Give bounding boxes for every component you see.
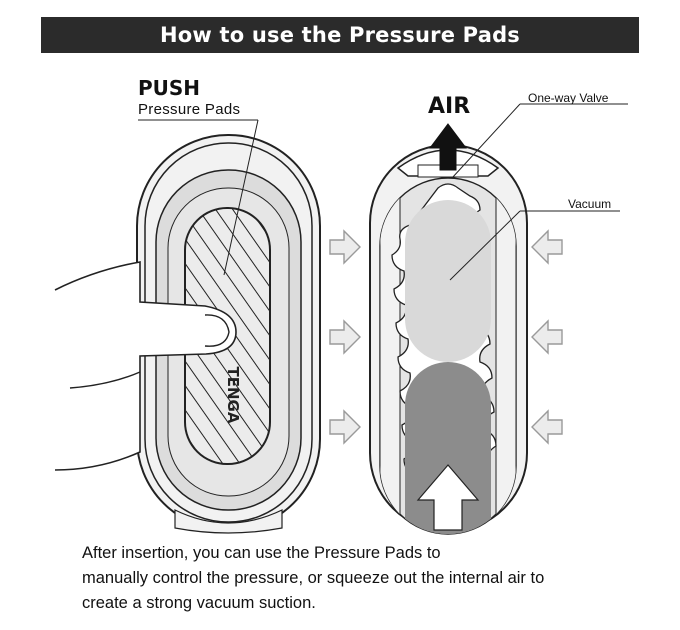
hand-finger: [54, 261, 237, 471]
description-line-2: manually control the pressure, or squeez…: [82, 569, 545, 587]
title-banner: How to use the Pressure Pads: [41, 17, 639, 53]
fingernail: [204, 314, 230, 347]
push-arrow-left-1: [329, 229, 361, 265]
pads-leader-diagonal: [223, 119, 259, 276]
page-title: How to use the Pressure Pads: [159, 23, 521, 47]
right-device-figure: [369, 103, 628, 535]
knuckle-line: [69, 371, 141, 389]
one-way-valve-label: One-way Valve: [528, 91, 609, 105]
push-arrow-left-3: [329, 409, 361, 445]
push-arrow-right-2: [531, 319, 563, 355]
left-device-figure: TENGA: [54, 119, 321, 534]
push-label: PUSH: [138, 76, 201, 100]
right-wall-band: [495, 178, 516, 534]
description-line-3: create a strong vacuum suction.: [82, 594, 316, 612]
description-text: After insertion, you can use the Pressur…: [82, 541, 642, 616]
push-arrow-left-2: [329, 319, 361, 355]
brand-logo: TENGA: [224, 367, 242, 424]
description-line-1: After insertion, you can use the Pressur…: [82, 544, 441, 562]
vacuum-region: [405, 200, 491, 362]
valve-leader-diagonal: [451, 103, 521, 179]
vacuum-label: Vacuum: [568, 197, 612, 211]
push-arrows: [329, 229, 563, 445]
vacuum-leader-diagonal: [449, 210, 521, 281]
air-up-arrow: [429, 123, 467, 171]
device-bottom-cap: [174, 509, 283, 534]
left-wall-band: [380, 178, 401, 534]
push-arrow-right-1: [531, 229, 563, 265]
air-label: AIR: [428, 94, 471, 119]
insert-up-arrow: [416, 464, 480, 531]
push-arrow-right-3: [531, 409, 563, 445]
pressure-pads-label: Pressure Pads: [138, 101, 241, 118]
